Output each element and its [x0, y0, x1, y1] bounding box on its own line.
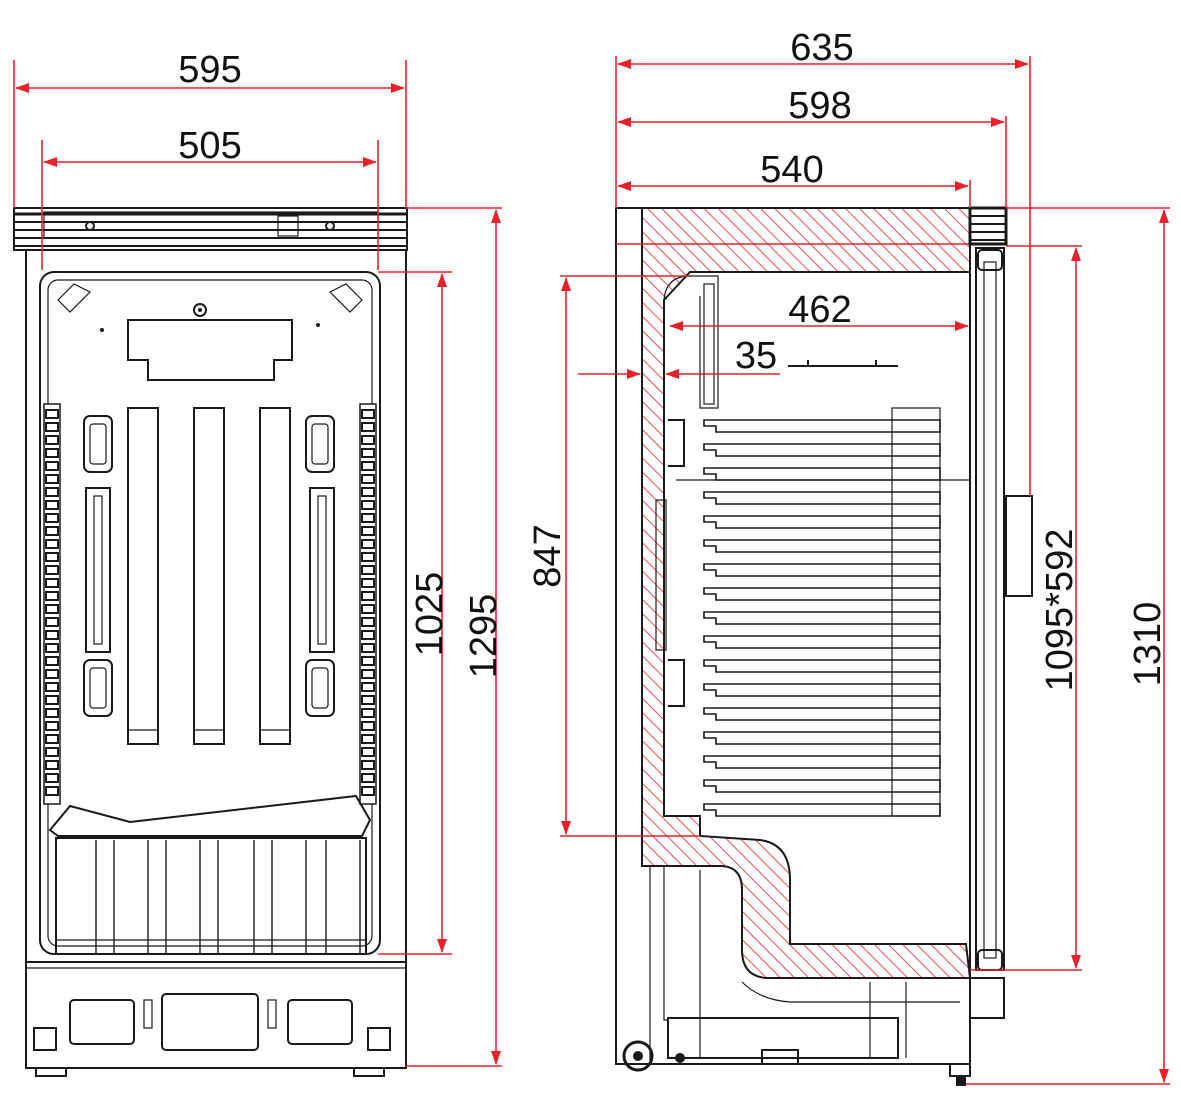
dim-inner-height-side: 847	[527, 524, 569, 587]
dim-overall-height: 1295	[463, 594, 505, 679]
side-rails	[43, 403, 377, 805]
side-view	[615, 206, 1033, 1086]
top-grille-slats	[14, 211, 407, 247]
air-ducts	[127, 407, 291, 745]
dim-overall-width: 595	[178, 49, 241, 91]
dim-body-depth: 598	[788, 85, 851, 127]
inner-liner	[39, 271, 381, 955]
cabinet-body-front	[25, 249, 407, 1069]
dim-door-glass: 1095*592	[1039, 529, 1081, 692]
foot-icon	[367, 1027, 391, 1051]
door-hinge	[969, 977, 1005, 1019]
screw-icon	[85, 221, 95, 231]
door-handle	[1005, 495, 1033, 597]
wheel-icon	[622, 1040, 654, 1072]
insulation-section	[641, 207, 972, 979]
dim-cabinet-depth: 540	[760, 149, 823, 191]
screw-icon	[325, 221, 335, 231]
side-dimensions: 635 598 540 462 35 847 1095*592 1310	[527, 27, 1170, 1085]
vent-grille	[287, 999, 353, 1045]
vent-grille	[69, 999, 135, 1045]
shelf-supports	[83, 415, 335, 717]
front-view	[13, 207, 408, 1077]
crisper-bin	[55, 837, 367, 955]
dim-overall-depth: 635	[790, 27, 853, 69]
foot-icon	[33, 1027, 57, 1051]
bottom-tray	[48, 794, 372, 837]
dim-inner-depth: 462	[788, 289, 851, 331]
door-top-grille	[968, 206, 1008, 246]
base-plinth	[25, 961, 407, 1069]
adjustable-foot-icon	[956, 1076, 966, 1086]
compressor	[667, 1017, 899, 1059]
sensor-icon	[193, 303, 207, 317]
front-dimensions: 595 505 1025 1295	[13, 49, 505, 1067]
dim-inner-height: 1025	[409, 572, 451, 657]
dim-inner-width: 505	[178, 125, 241, 167]
glass-door	[975, 247, 1005, 971]
shelf-stack	[703, 419, 941, 817]
dim-wall-thickness: 35	[735, 335, 777, 377]
evaporator-cover	[127, 319, 293, 381]
vent-grille	[161, 993, 259, 1051]
dim-total-height: 1310	[1127, 602, 1169, 687]
